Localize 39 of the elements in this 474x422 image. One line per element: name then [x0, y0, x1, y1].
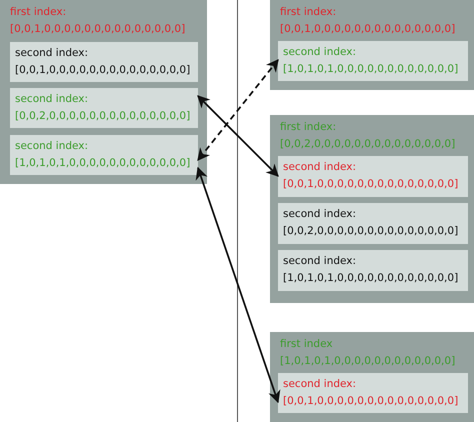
index-heading: second index:: [283, 45, 356, 60]
index-panel: [270, 0, 474, 90]
index-heading: first index: [280, 337, 333, 352]
index-heading: second index:: [283, 254, 356, 269]
index-heading: second index:: [283, 160, 356, 175]
index-heading: first index:: [280, 5, 336, 20]
index-heading: first index:: [280, 120, 336, 135]
index-vector: [1,0,1,0,1,0,0,0,0,0,0,0,0,0,0,0,0]: [15, 156, 190, 171]
index-heading: second index:: [283, 207, 356, 222]
index-vector: [1,0,1,0,1,0,0,0,0,0,0,0,0,0,0,0,0]: [283, 271, 458, 286]
index-box: [278, 373, 468, 413]
index-box: [278, 203, 468, 244]
index-heading: second index:: [283, 377, 356, 392]
index-vector: [0,0,2,0,0,0,0,0,0,0,0,0,0,0,0,0,0]: [280, 137, 456, 152]
index-vector: [0,0,1,0,0,0,0,0,0,0,0,0,0,0,0,0,0]: [10, 22, 186, 37]
index-vector: [1,0,1,0,1,0,0,0,0,0,0,0,0,0,0,0,0]: [280, 354, 456, 369]
index-vector: [0,0,2,0,0,0,0,0,0,0,0,0,0,0,0,0,0]: [283, 224, 458, 239]
index-box: [10, 88, 198, 128]
index-vector: [0,0,2,0,0,0,0,0,0,0,0,0,0,0,0,0,0]: [15, 109, 190, 124]
index-vector: [0,0,1,0,0,0,0,0,0,0,0,0,0,0,0,0,0]: [280, 22, 456, 37]
index-box: [278, 41, 468, 81]
index-heading: second index:: [15, 92, 88, 107]
dashed-arrow: [197, 59, 279, 161]
index-vector: [0,0,1,0,0,0,0,0,0,0,0,0,0,0,0,0,0]: [15, 63, 190, 78]
index-heading: first index:: [10, 5, 66, 20]
index-panel: [0, 0, 207, 184]
index-panel: [270, 332, 474, 422]
index-panel: [270, 115, 474, 303]
index-vector: [0,0,1,0,0,0,0,0,0,0,0,0,0,0,0,0,0]: [283, 394, 458, 409]
index-box: [10, 135, 198, 175]
arrow: [197, 95, 279, 177]
index-box: [278, 250, 468, 291]
index-vector: [1,0,1,0,1,0,0,0,0,0,0,0,0,0,0,0,0]: [283, 62, 458, 77]
index-heading: second index:: [15, 46, 88, 61]
index-box: [10, 42, 198, 82]
index-heading: second index:: [15, 139, 88, 154]
index-box: [278, 156, 468, 197]
index-vector: [0,0,1,0,0,0,0,0,0,0,0,0,0,0,0,0,0]: [283, 177, 458, 192]
arrow: [196, 166, 280, 404]
